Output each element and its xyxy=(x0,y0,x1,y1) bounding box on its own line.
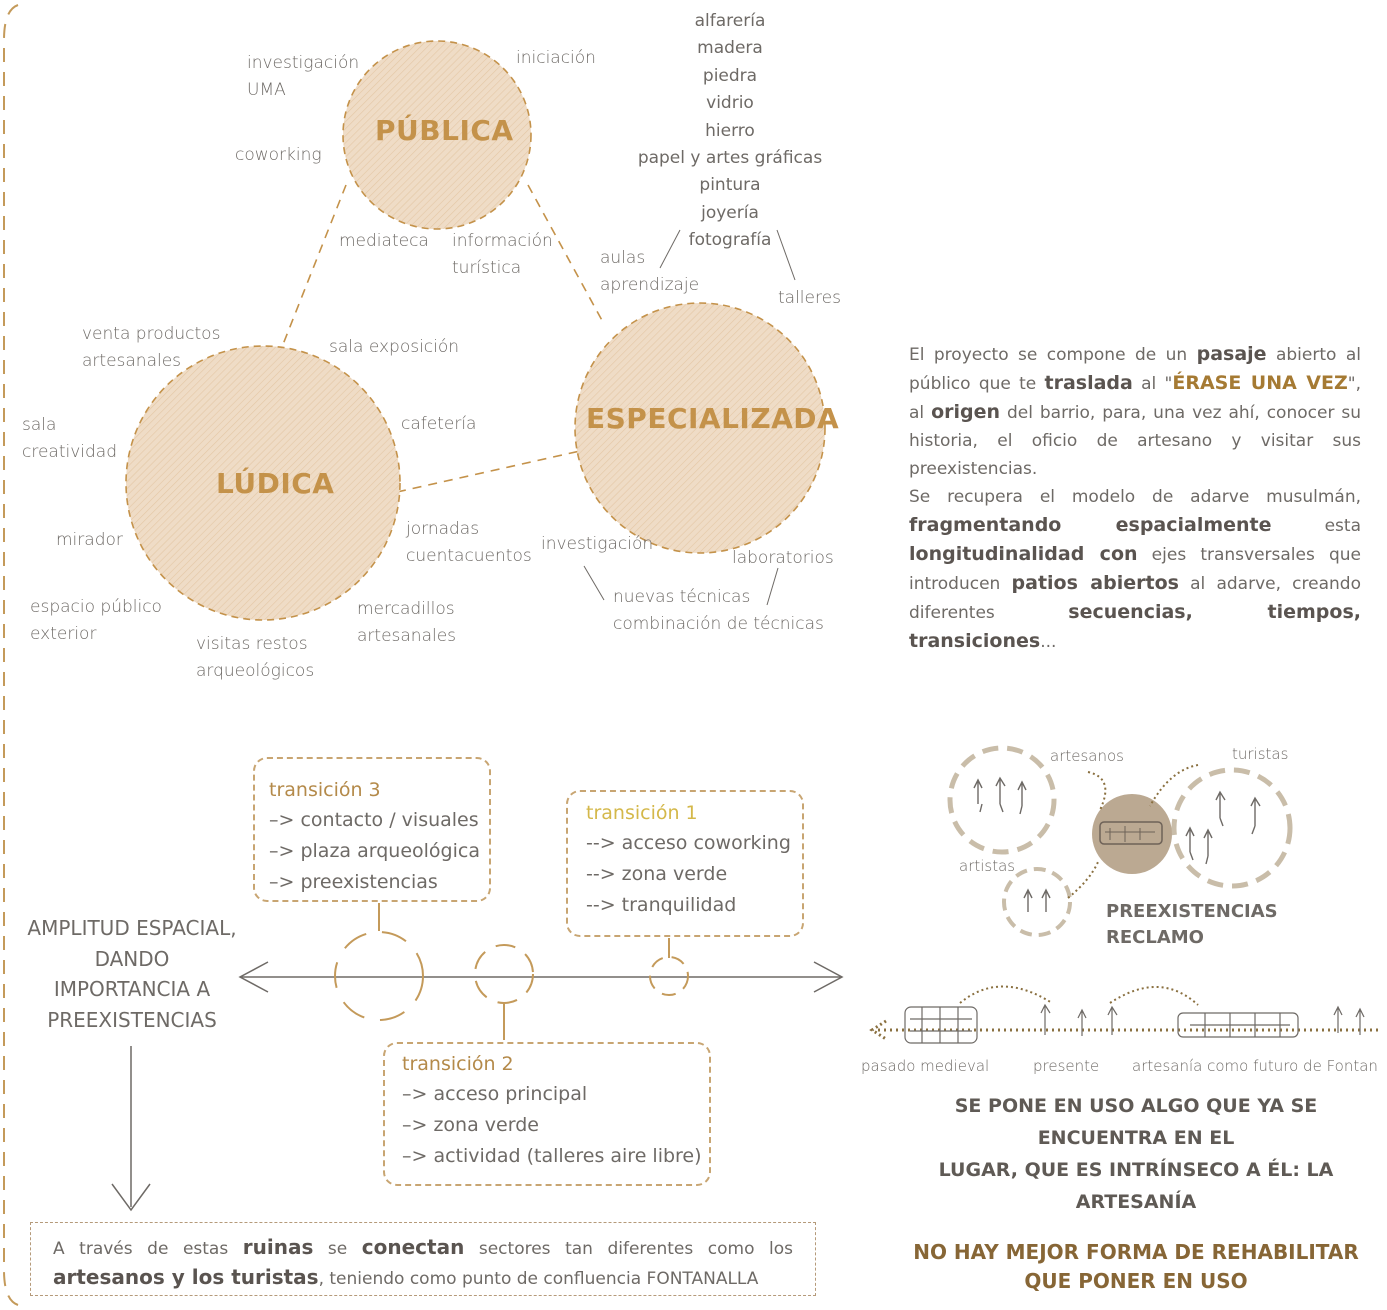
transition-axis xyxy=(111,903,844,1212)
transition-2-box: transición 2 –> acceso principal –> zona… xyxy=(383,1042,711,1186)
preexistencias-circle xyxy=(1092,794,1172,874)
transition-1-title: transición 1 xyxy=(586,802,698,824)
label-iniciacion: iniciación xyxy=(516,48,596,68)
label-artesanos: artesanos xyxy=(1050,747,1124,765)
label-sala-exposicion: sala exposición xyxy=(329,337,460,357)
timeline-strip xyxy=(869,985,1380,1044)
circle-title-especializada: ESPECIALIZADA xyxy=(586,402,840,435)
description-paragraph: El proyecto se compone de un pasaje abie… xyxy=(909,343,1362,652)
label-laboratorios: laboratorios xyxy=(732,548,834,568)
bubble-diagram xyxy=(125,40,826,621)
timeline-pasado: pasado medieval xyxy=(861,1057,990,1075)
circle-title-publica: PÚBLICA xyxy=(375,114,514,147)
circle-title-ludica: LÚDICA xyxy=(216,467,335,500)
label-mirador: mirador xyxy=(56,530,123,550)
label-talleres: talleres xyxy=(778,288,841,308)
artistas-circle xyxy=(1002,867,1072,937)
transition-3-box: transición 3 –> contacto / visuales –> p… xyxy=(253,757,491,902)
transition-3-title: transición 3 xyxy=(269,779,381,801)
circle-ludica xyxy=(125,345,401,621)
timeline-futuro: artesanía como futuro de Fontan xyxy=(1132,1057,1378,1075)
timeline-presente: presente xyxy=(1033,1057,1100,1075)
label-mediateca: mediateca xyxy=(339,231,429,251)
label-cafeteria: cafetería xyxy=(401,414,477,434)
circle-especializada xyxy=(574,302,826,554)
transition-1-box: transición 1 --> acceso coworking --> zo… xyxy=(566,790,804,937)
transition-2-title: transición 2 xyxy=(402,1053,514,1075)
ruins-box: A través de estas ruinas se conectan sec… xyxy=(30,1222,816,1296)
label-turistas: turistas xyxy=(1232,745,1289,763)
left-bracket xyxy=(3,4,19,1306)
label-artistas: artistas xyxy=(959,857,1016,875)
people-diagram xyxy=(947,745,1293,937)
label-coworking: coworking xyxy=(235,145,322,165)
turistas-circle xyxy=(1171,767,1293,889)
circle-publica xyxy=(342,40,532,230)
ruins-text: A través de estas ruinas se conectan sec… xyxy=(53,1235,794,1289)
artesanos-circle xyxy=(947,745,1057,855)
label-investigacion: investigación xyxy=(541,534,654,554)
